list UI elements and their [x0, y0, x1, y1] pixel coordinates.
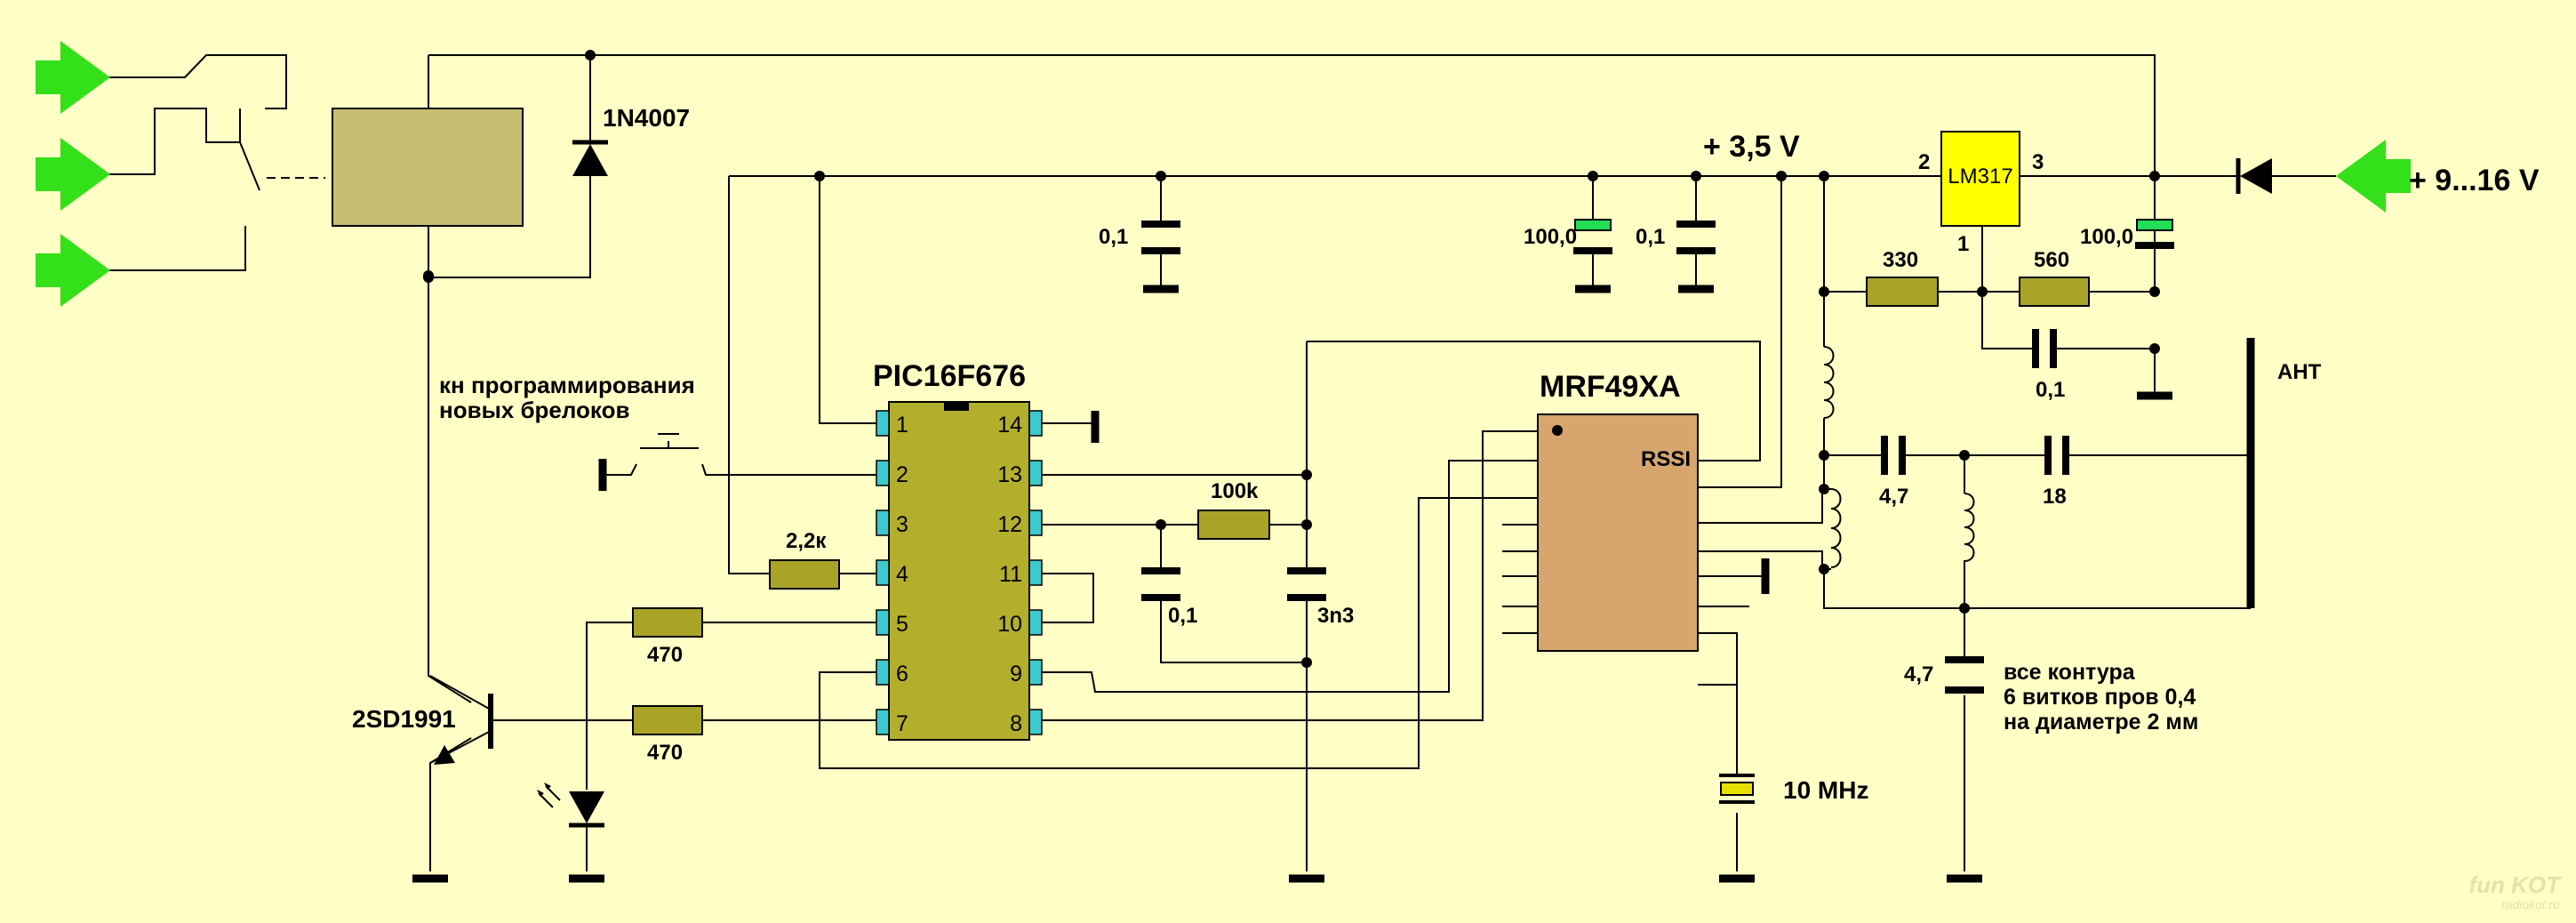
label-470-b: 470: [647, 741, 683, 765]
label-c01-b: 0,1: [1636, 225, 1665, 249]
mcu-pin-7: 7: [896, 711, 908, 736]
label-ant: АНТ: [2277, 360, 2322, 384]
mcu-pin-12: 12: [997, 512, 1022, 537]
label-supply-3-5v: + 3,5 V: [1703, 130, 1800, 164]
lm317-pin3: 3: [2032, 150, 2044, 174]
label-2k2: 2,2к: [786, 529, 827, 553]
input-arrow-2: [36, 138, 110, 211]
mcu-pin-numbers: 1 2 3 4 5 6 7 14 13 12 11 10 9 8: [896, 413, 1022, 736]
capacitor-0-1-a: [1141, 221, 1180, 254]
label-coil-note-3: на диаметре 2 мм: [2004, 710, 2198, 734]
mcu-pin-5: 5: [896, 612, 908, 637]
ground-symbols: [412, 285, 2172, 883]
resistor-470-b: [632, 705, 703, 735]
mcu-pin-4: 4: [896, 562, 908, 587]
capacitor-100-a: [1573, 219, 1612, 254]
lm317-label: LM317: [1948, 165, 2012, 189]
input-arrow-1: [36, 41, 110, 114]
label-coil-note-1: все контура: [2004, 660, 2136, 685]
capacitor-4-7-b: [1945, 656, 1984, 694]
transistor-2sd1991: [429, 675, 493, 765]
label-3n3: 3n3: [1317, 604, 1354, 628]
label-c01-mid: 0,1: [1168, 604, 1197, 628]
label-coil-note-2: 6 витков пров 0,4: [2004, 685, 2196, 710]
capacitor-18: [2044, 436, 2069, 475]
label-330: 330: [1883, 248, 1918, 272]
supply-input-arrow: [2336, 140, 2411, 213]
mcu-pin-2: 2: [896, 462, 908, 487]
coil-choke: [1823, 346, 1835, 419]
input-arrows: [36, 41, 2411, 307]
mcu-pin-6: 6: [896, 662, 908, 686]
capacitor-0-1-regulator: [2032, 329, 2057, 368]
label-button-note-1: кн программирования: [439, 372, 695, 398]
resistor-2k2: [769, 559, 840, 590]
capacitors: [1141, 219, 2174, 694]
coil-l2: [1964, 493, 1975, 562]
mcu-pin-11: 11: [999, 562, 1022, 587]
label-c100-a: 100,0: [1524, 225, 1577, 249]
label-c47-a: 4,7: [1879, 485, 1908, 509]
resistors: [632, 277, 2090, 735]
mcu-pin-1: 1: [896, 413, 908, 437]
junctions: [423, 50, 2160, 668]
mcu-pin-14: 14: [997, 413, 1022, 437]
label-100k: 100k: [1211, 479, 1259, 503]
capacitor-4-7-a: [1881, 436, 1906, 475]
relay-coil-block: [332, 108, 524, 227]
resistor-330: [1866, 277, 1939, 307]
labels: 1N4007 + 3,5 V + 9...16 V 330 560 0,1 10…: [352, 104, 2562, 911]
label-rssi: RSSI: [1641, 447, 1691, 471]
watermark-logo: fun KOT: [2468, 871, 2562, 898]
label-transistor: 2SD1991: [352, 705, 456, 733]
wires: [87, 54, 2336, 871]
label-crystal: 10 MHz: [1783, 776, 1868, 804]
label-1n4007: 1N4007: [603, 104, 690, 132]
label-c01-a: 0,1: [1099, 225, 1128, 249]
mcu-pin-3: 3: [896, 512, 908, 537]
label-560: 560: [2034, 248, 2069, 272]
resistor-470-a: [632, 607, 703, 638]
input-arrow-3: [36, 234, 110, 307]
label-c47-b: 4,7: [1904, 662, 1933, 686]
resistor-100k: [1197, 510, 1270, 540]
lm317-regulator: [1940, 131, 2020, 227]
label-button-note-2: новых брелоков: [439, 397, 629, 423]
mcu-pin-8: 8: [1010, 711, 1022, 736]
lm317-pin1: 1: [1957, 232, 1969, 256]
capacitor-3n3: [1287, 567, 1326, 601]
coils: [1823, 346, 1975, 568]
crystal-10mhz: [1719, 774, 1755, 804]
label-c01-reg: 0,1: [2036, 378, 2065, 402]
label-c18: 18: [2043, 485, 2067, 509]
label-supply-input: + 9...16 V: [2409, 164, 2540, 197]
label-c100-b: 100,0: [2080, 225, 2133, 249]
label-rf-chip: MRF49XA: [1540, 370, 1681, 404]
label-mcu: PIC16F676: [873, 359, 1026, 393]
watermark-site: radiokot.ru: [2501, 897, 2560, 911]
supply-input-diode: [2236, 158, 2272, 194]
pic16f676-chip: [876, 401, 1043, 741]
mcu-pin-9: 9: [1010, 662, 1022, 686]
led: [537, 783, 604, 828]
lm317-pin2: 2: [1918, 150, 1930, 174]
capacitor-0-1-mid: [1141, 567, 1180, 601]
mcu-pin-10: 10: [997, 612, 1022, 637]
resistor-560: [2019, 277, 2090, 307]
mrf49xa-chip: [1537, 413, 1699, 652]
coil-l1: [1830, 488, 1842, 568]
diode-1n4007: [572, 55, 608, 176]
capacitor-100-b: [2135, 219, 2174, 249]
mcu-pin-13: 13: [997, 462, 1022, 487]
capacitor-0-1-b: [1676, 221, 1716, 254]
label-470-a: 470: [647, 643, 683, 667]
